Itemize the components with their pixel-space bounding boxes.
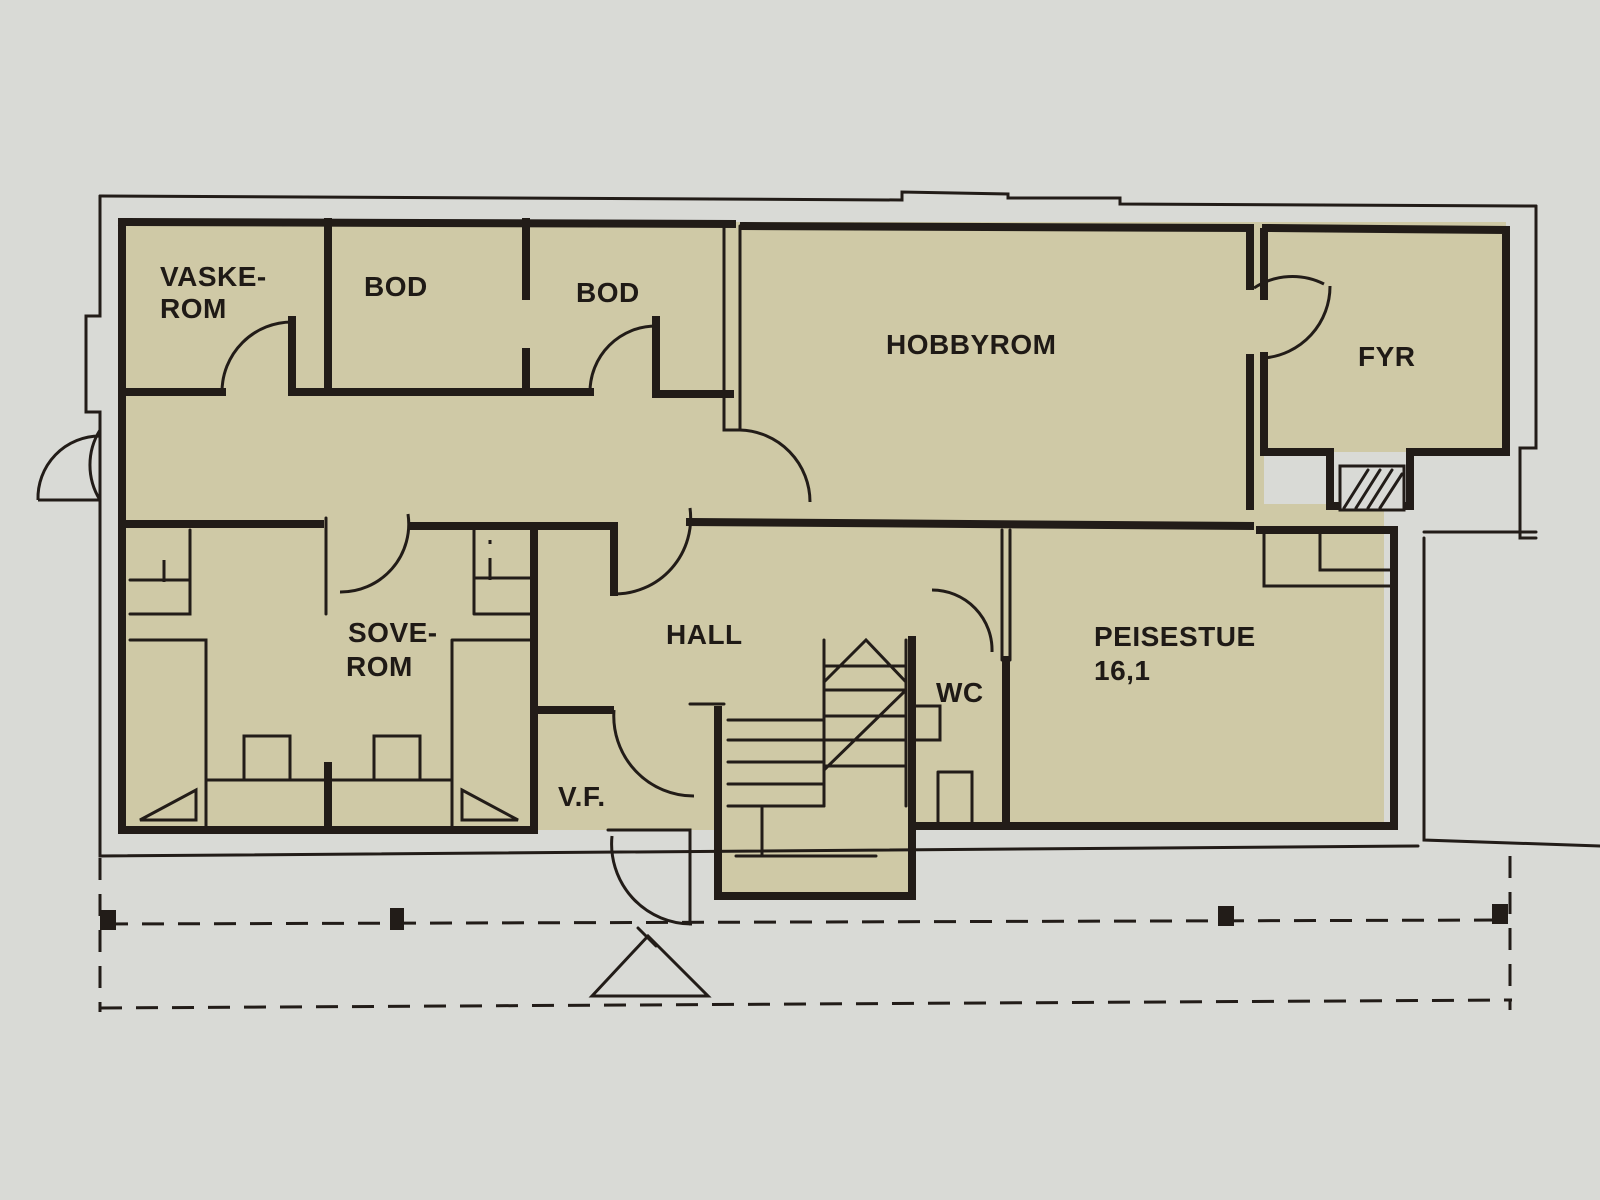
room-labels: VASKE- ROM BOD BOD HOBBYROM FYR SOVE- RO… [160, 261, 1416, 812]
entrance-step [606, 828, 692, 926]
outline-bottom [98, 500, 1420, 858]
door-bod2 [588, 324, 657, 393]
stair-treads-left [726, 718, 826, 808]
outline-top [98, 190, 1538, 208]
doors [36, 274, 1332, 926]
door-fyr-top [1253, 274, 1325, 290]
stair-stringers [822, 638, 908, 808]
label-peisestue-2: 16,1 [1094, 655, 1151, 686]
outline-right [1518, 204, 1538, 540]
outline-right-lower [1422, 536, 1600, 848]
north-arrow-icon [588, 926, 712, 998]
label-soverom-2: ROM [346, 651, 413, 682]
label-hobbyrom: HOBBYROM [886, 329, 1056, 360]
door-fyr [1263, 285, 1332, 360]
label-wc: WC [936, 677, 984, 708]
wc-fixture [936, 770, 974, 828]
chimney [1338, 464, 1406, 512]
label-bod-1: BOD [364, 271, 428, 302]
wall-north-west [117, 217, 737, 229]
peisestue-opening-line [1000, 528, 1012, 662]
floor-stair-bay [718, 820, 912, 896]
dash-eaves-2 [99, 998, 1513, 1010]
floor-fills [122, 222, 1508, 896]
stair-landing [734, 804, 878, 858]
label-fyr: FYR [1358, 341, 1416, 372]
post-1 [100, 910, 116, 930]
dash-wardrobes [162, 540, 492, 582]
floor-lower-strip [122, 500, 1384, 830]
door-hall [613, 507, 693, 596]
posts [100, 904, 1508, 930]
wc-sink [910, 704, 942, 742]
peisestue-niche-inner [1318, 530, 1396, 572]
post-2 [390, 908, 404, 930]
post-4 [1492, 904, 1508, 924]
door-exterior-west [88, 429, 102, 501]
chimney-hatch [1342, 468, 1404, 510]
outline-left-upper [84, 194, 102, 504]
label-peisestue-1: PEISESTUE [1094, 621, 1256, 652]
dash-eaves-1 [105, 918, 1511, 926]
label-vf: V.F. [558, 781, 606, 812]
door-entrance [610, 835, 693, 926]
label-bod-2: BOD [576, 277, 640, 308]
label-hall: HALL [666, 619, 743, 650]
furniture [128, 528, 974, 828]
wall-peisestue-east [1256, 526, 1398, 830]
wall-fyr-south-west [1260, 352, 1334, 456]
stair-arrow [822, 637, 908, 772]
walls [117, 217, 1510, 900]
wall-west-and-bedroom-south [118, 218, 538, 834]
door-wc [931, 588, 994, 653]
label-vaskerom-2: ROM [160, 293, 227, 324]
wall-north-east-fyr [1261, 223, 1510, 456]
door-vf [612, 709, 695, 798]
thin-walls [324, 224, 1396, 926]
door-exterior-west-swing [36, 434, 101, 502]
door-hobbyrom [739, 428, 812, 503]
bed-triangles [139, 787, 519, 822]
wall-stair-enclosure [714, 636, 916, 900]
label-soverom-1: SOVE- [348, 617, 438, 648]
wall-hall-north [685, 517, 1255, 531]
door-vaskerom [220, 320, 293, 393]
dashed-lines [98, 540, 1513, 1012]
label-vaskerom-1: VASKE- [160, 261, 267, 292]
peisestue-niche [1262, 530, 1396, 588]
wardrobe-right [472, 528, 534, 616]
wall-north-hobby [739, 221, 1255, 233]
beds-outline [128, 638, 534, 828]
stair-treads-right [822, 664, 908, 768]
nightstands [242, 734, 422, 782]
outer-outline [84, 190, 1600, 858]
wall-hobby-west-double [722, 224, 742, 432]
wardrobe-left [128, 528, 192, 616]
post-3 [1218, 906, 1234, 926]
stair [726, 637, 908, 858]
door-soverom [339, 513, 411, 594]
